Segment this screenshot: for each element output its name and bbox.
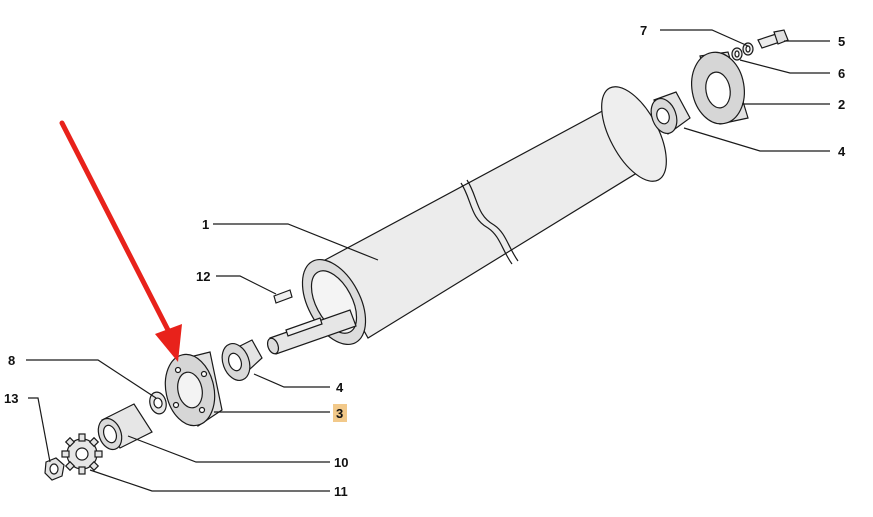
callout-11: 11: [334, 484, 348, 499]
key-part-12: [273, 289, 293, 304]
washer-part-8: [149, 391, 167, 415]
callout-13: 13: [4, 391, 18, 406]
bolt-part-5: [757, 29, 789, 49]
roller-shaft: [266, 309, 357, 355]
callout-2: 2: [838, 97, 845, 112]
washer-part-6: [731, 47, 743, 61]
callout-1: 1: [202, 217, 209, 232]
callout-12: 12: [196, 269, 210, 284]
callout-4-front: 4: [336, 380, 344, 395]
bearing-front-part-4: [221, 339, 263, 382]
bearing-rear-part-4: [650, 91, 691, 135]
leader-lines: [26, 29, 830, 492]
flange-rear-part-2: [691, 51, 749, 125]
callout-3: 3: [336, 406, 343, 421]
callout-7: 7: [640, 23, 647, 38]
callout-labels: 1 7 5 6 2 4 12 4 3 8 13 10 11: [4, 23, 846, 499]
flange-front-part-3: [164, 351, 223, 428]
red-pointer-arrow: [59, 120, 182, 362]
nut-part-13: [44, 457, 65, 481]
callout-10: 10: [334, 455, 348, 470]
callout-3-highlight: [333, 404, 347, 422]
callout-5: 5: [838, 34, 845, 49]
callout-6: 6: [838, 66, 845, 81]
callout-4-rear: 4: [838, 144, 846, 159]
callout-8: 8: [8, 353, 15, 368]
sprocket-part-11: [61, 433, 103, 475]
sleeve-part-10: [97, 403, 153, 451]
